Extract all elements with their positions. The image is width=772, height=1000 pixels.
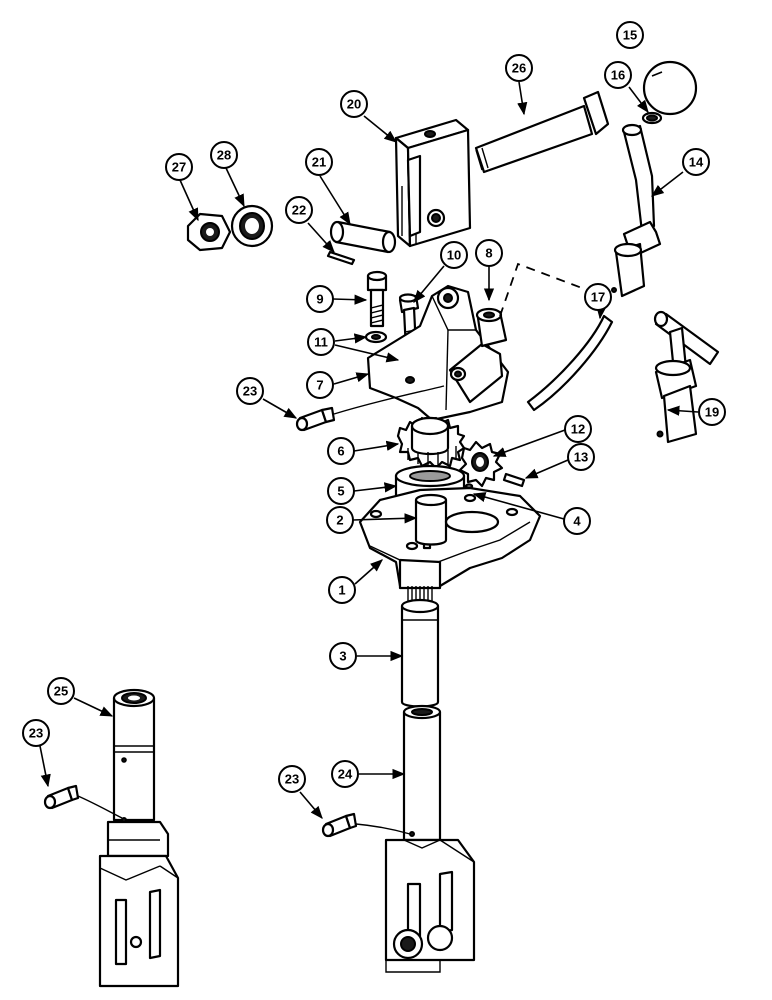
svg-text:14: 14	[689, 155, 704, 170]
leader-lines	[39, 71, 699, 819]
part-pin	[329, 220, 397, 254]
part-spring-strip	[526, 314, 614, 412]
svg-text:10: 10	[447, 248, 461, 263]
part-handle-lever	[611, 123, 662, 298]
part-grease-fitting-top	[295, 385, 445, 432]
callout-23-middle: 23	[278, 765, 306, 793]
callout-14: 14	[682, 148, 710, 176]
part-small-ring	[641, 111, 663, 125]
callout-6: 6	[327, 437, 355, 465]
svg-text:4: 4	[573, 514, 581, 529]
svg-text:19: 19	[705, 405, 719, 420]
svg-text:26: 26	[512, 61, 526, 76]
part-housing-cover	[366, 284, 510, 422]
callout-7: 7	[306, 371, 334, 399]
svg-text:17: 17	[591, 290, 605, 305]
svg-text:8: 8	[485, 246, 492, 261]
part-grease-fitting-middle	[321, 812, 411, 838]
callout-10: 10	[440, 241, 468, 269]
callout-11: 11	[307, 328, 335, 356]
part-washer-large	[230, 204, 274, 248]
part-clevis-block	[394, 118, 472, 248]
part-cotter-pin	[326, 250, 356, 266]
callout-21: 21	[305, 148, 333, 176]
part-t-handle	[653, 310, 720, 444]
callout-23-left: 23	[22, 719, 50, 747]
part-upper-tube	[400, 586, 440, 708]
svg-text:11: 11	[314, 335, 328, 350]
callout-5: 5	[327, 477, 355, 505]
svg-text:23: 23	[285, 772, 299, 787]
callout-2: 2	[326, 506, 354, 534]
part-alternate-rod-clevis	[98, 688, 180, 988]
callout-15: 15	[616, 21, 644, 49]
part-lower-rod-clevis	[384, 704, 476, 973]
part-gearbox-housing	[358, 486, 542, 590]
svg-text:9: 9	[316, 292, 323, 307]
svg-text:22: 22	[292, 203, 306, 218]
svg-text:21: 21	[312, 155, 326, 170]
callout-25: 25	[47, 677, 75, 705]
svg-text:16: 16	[611, 68, 625, 83]
callout-8: 8	[475, 239, 503, 267]
svg-text:13: 13	[574, 450, 588, 465]
callout-3: 3	[329, 642, 357, 670]
callout-19: 17	[584, 283, 612, 311]
callout-9: 9	[306, 285, 334, 313]
svg-text:23: 23	[243, 384, 257, 399]
svg-text:3: 3	[339, 649, 346, 664]
svg-text:5: 5	[337, 484, 344, 499]
svg-text:6: 6	[337, 444, 344, 459]
callout-22: 22	[285, 196, 313, 224]
part-nut	[186, 212, 232, 252]
assembly-dashed-line	[499, 262, 615, 317]
callout-24: 24	[331, 760, 359, 788]
callout-13: 13	[567, 443, 595, 471]
callout-26: 26	[505, 54, 533, 82]
part-small-pinion	[458, 440, 504, 488]
callout-27: 27	[165, 153, 193, 181]
callout-20: 20	[340, 90, 368, 118]
svg-text:15: 15	[623, 28, 637, 43]
svg-text:7: 7	[316, 378, 323, 393]
svg-text:23: 23	[29, 726, 43, 741]
callout-23-top: 23	[236, 377, 264, 405]
callout-17: 19	[698, 398, 726, 426]
svg-text:25: 25	[54, 684, 68, 699]
callout-4: 4	[563, 507, 591, 535]
part-bolt-9	[366, 270, 388, 328]
callout-16: 16	[604, 61, 632, 89]
svg-text:2: 2	[336, 513, 343, 528]
part-grease-fitting-left	[43, 784, 123, 819]
svg-text:28: 28	[217, 148, 231, 163]
callout-1: 1	[328, 576, 356, 604]
callout-12: 12	[564, 415, 592, 443]
svg-text:27: 27	[172, 160, 186, 175]
svg-text:1: 1	[338, 583, 345, 598]
part-knob-ball	[642, 60, 698, 116]
part-roll-pin	[502, 472, 526, 488]
callout-28: 28	[210, 141, 238, 169]
svg-text:24: 24	[338, 767, 353, 782]
part-worm-gear	[396, 416, 466, 470]
svg-text:20: 20	[347, 97, 361, 112]
svg-text:12: 12	[571, 422, 585, 437]
part-tapered-pin	[474, 90, 610, 174]
